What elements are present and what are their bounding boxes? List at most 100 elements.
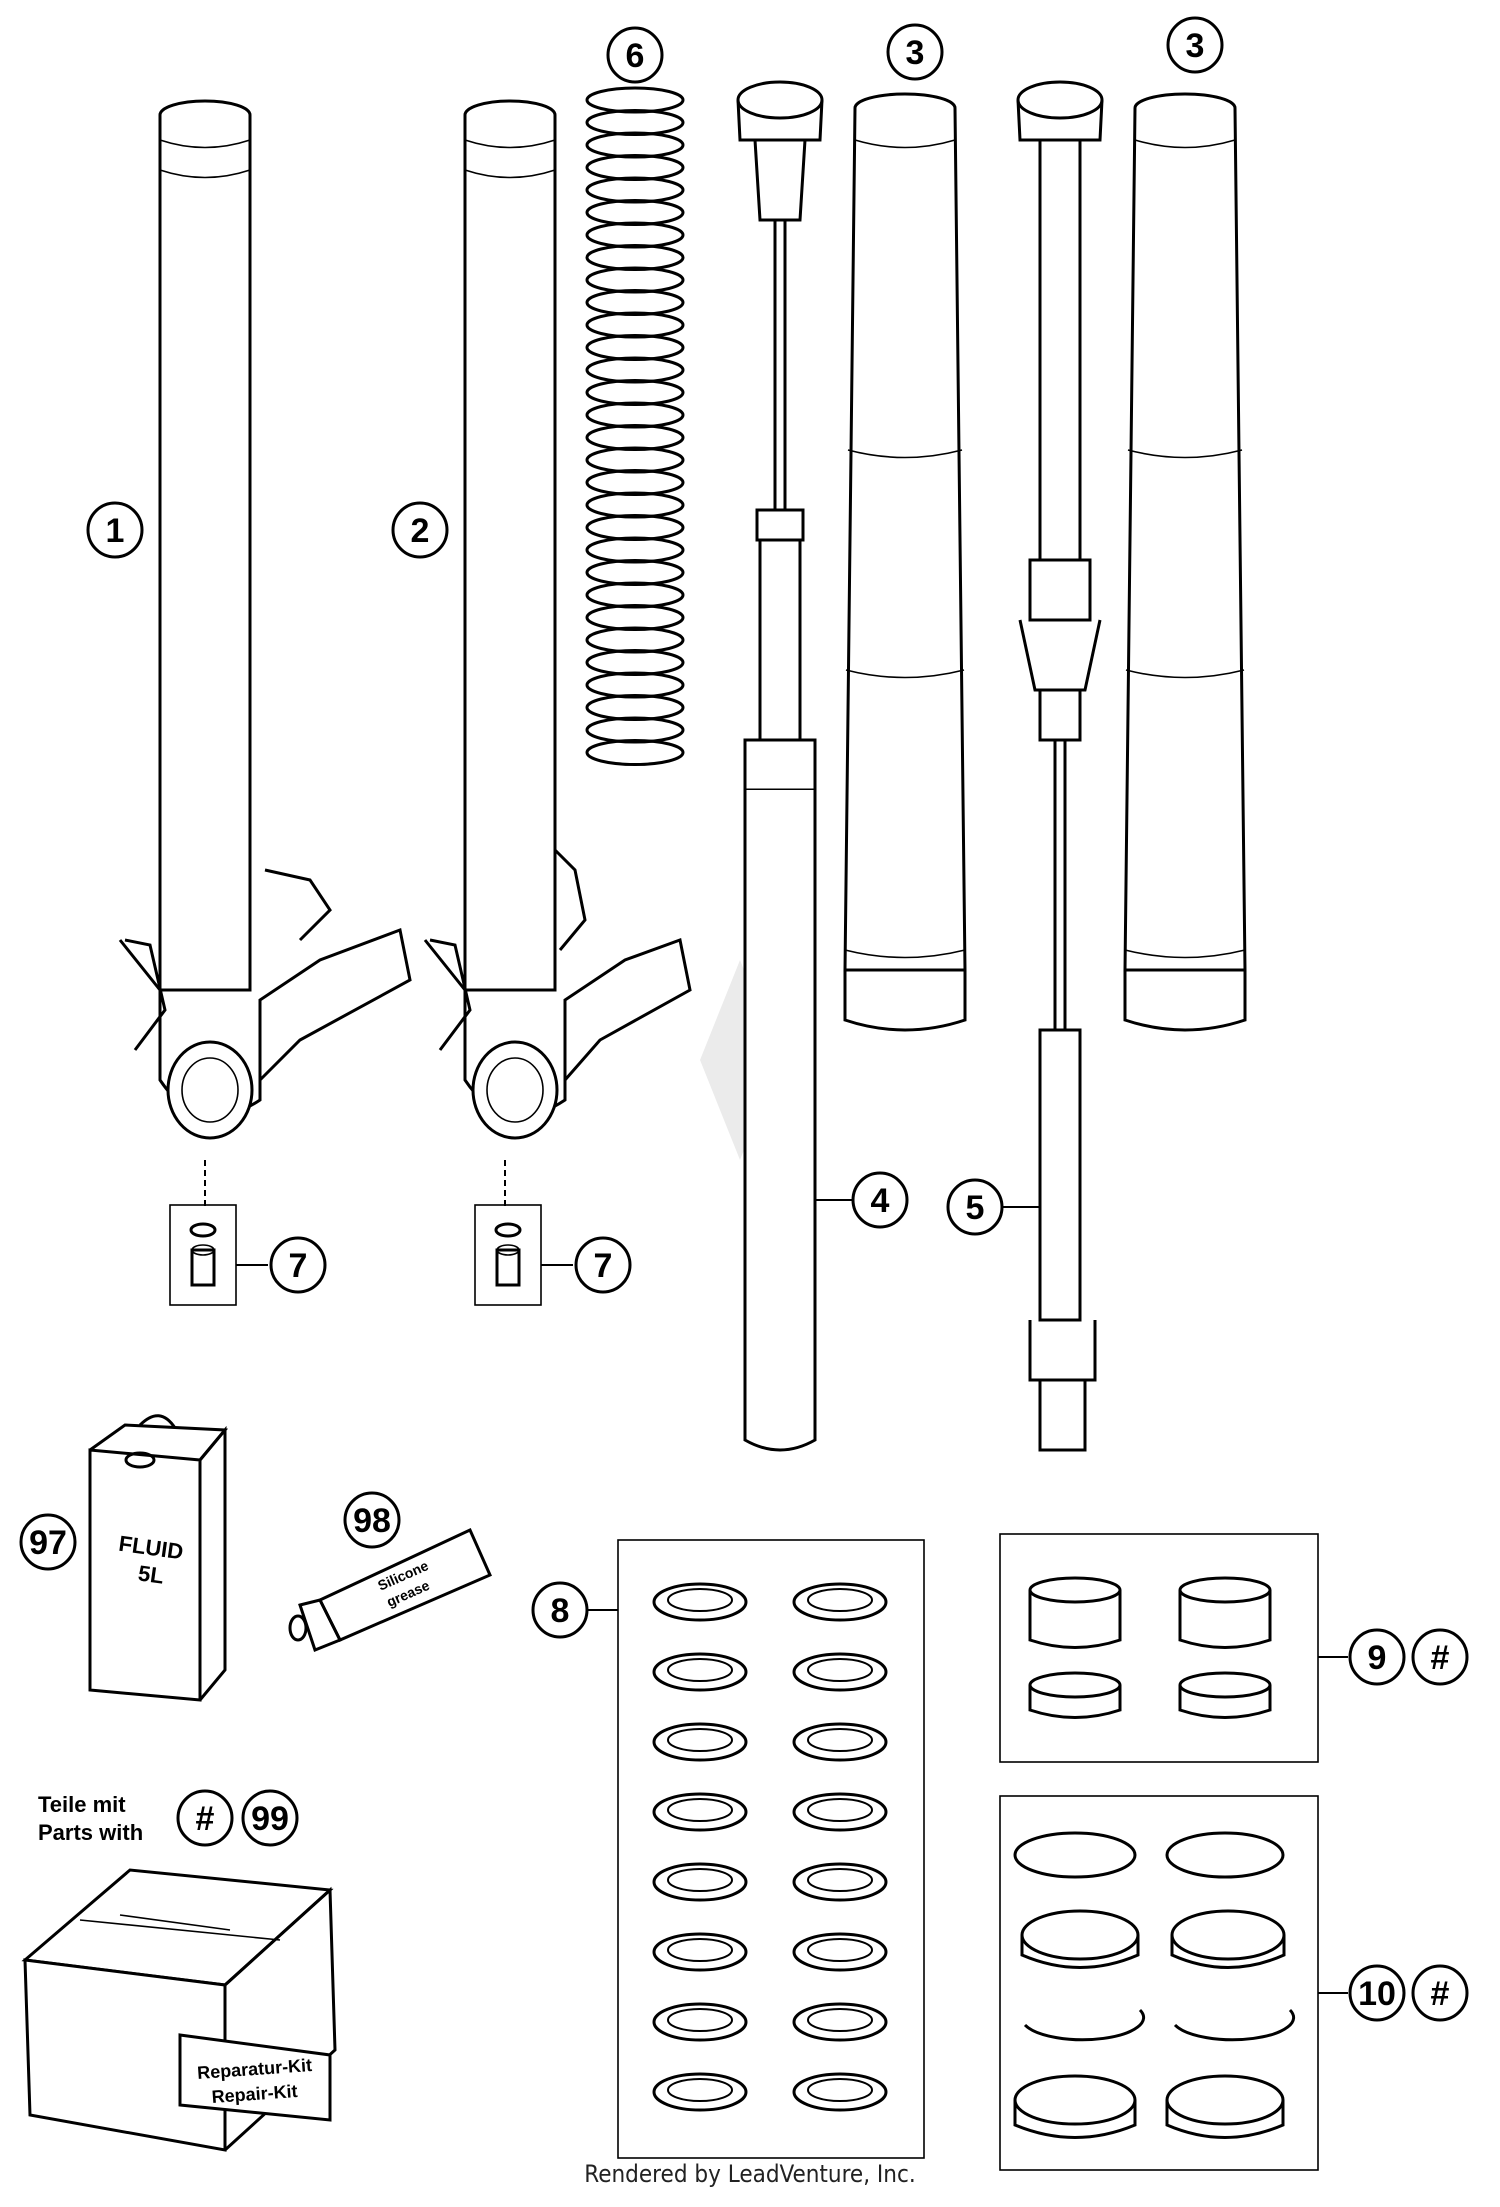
seal-ring-inner (807, 1938, 873, 1962)
spring-coil (585, 401, 685, 429)
callout-circle (886, 23, 944, 81)
callout-number: 3 (906, 34, 925, 72)
spring-coil (585, 739, 685, 766)
callout-number: 8 (551, 1592, 570, 1630)
seal-ring-inner (667, 1658, 733, 1682)
callout-c99[interactable]: 99 (241, 1789, 299, 1847)
seal-ring-inner (807, 1868, 873, 1892)
callout-circle (851, 1171, 909, 1229)
part-97-fork-fluid-can[interactable]: FLUID 5L (88, 1414, 229, 1702)
part-2-outer-tube-assembly[interactable] (423, 99, 692, 1210)
callout-c4[interactable]: 4 (851, 1171, 909, 1229)
repair-kit-box[interactable]: Reparatur-Kit Repair-Kit (21, 1868, 337, 2152)
leader-lines (236, 1199, 1348, 1994)
legend-line-english: Parts with (38, 1820, 143, 1845)
spring-coil (585, 536, 685, 564)
part-4-cartridge[interactable] (736, 80, 824, 1452)
part-5-cartridge[interactable] (1016, 80, 1104, 1452)
seal-ring-inner (667, 1588, 733, 1612)
part-98-silicone-grease[interactable]: Silicone grease (288, 1527, 492, 1652)
spring-coil (585, 266, 685, 294)
callout-c98[interactable]: 98 (343, 1491, 401, 1549)
seal-ring-inner (667, 1798, 733, 1822)
spring-coil (585, 581, 685, 609)
part-3-inner-tube-right[interactable] (1123, 92, 1247, 1032)
part-10-seals-box[interactable] (999, 1795, 1319, 2171)
callout-c8[interactable]: 8 (531, 1581, 589, 1639)
spring-coil (585, 626, 685, 654)
callout-number: 7 (289, 1247, 308, 1285)
spring-coil (585, 424, 685, 451)
part-1-outer-tube-assembly[interactable] (118, 99, 412, 1210)
spring-coil (585, 379, 685, 406)
spring-coil (585, 446, 685, 474)
spring-coil (585, 716, 685, 744)
callout-number: 99 (251, 1800, 289, 1838)
callout-c3b[interactable]: 3 (1166, 16, 1224, 74)
kit-marker-c9: # (1411, 1628, 1469, 1686)
callout-c97[interactable]: 97 (19, 1513, 77, 1571)
callout-number: 97 (29, 1524, 67, 1562)
callout-circle (86, 501, 144, 559)
footer-credit: Rendered by LeadVenture, Inc. (584, 2160, 916, 2188)
seal-ring-inner (667, 1938, 733, 1962)
spring-coil (585, 649, 685, 676)
callout-number: 4 (871, 1182, 890, 1220)
callout-c7b[interactable]: 7 (574, 1236, 632, 1294)
spring-coil (585, 154, 685, 181)
callout-number: 98 (353, 1502, 391, 1540)
part-3-inner-tube-left[interactable] (843, 92, 967, 1032)
spring-coil (585, 289, 685, 316)
spring-coil (585, 109, 685, 136)
seal-ring-inner (807, 1588, 873, 1612)
callout-circle (946, 1178, 1004, 1236)
callout-c9[interactable]: 9 (1348, 1628, 1406, 1686)
seal-ring-inner (667, 2078, 733, 2102)
callout-c3a[interactable]: 3 (886, 23, 944, 81)
spring-coil (585, 604, 685, 631)
callout-number: 7 (594, 1247, 613, 1285)
kit-marker-c99: # (176, 1789, 234, 1847)
part-7-screw-left[interactable] (169, 1204, 237, 1306)
callout-number: 2 (411, 512, 430, 550)
callout-number: 9 (1368, 1639, 1387, 1677)
callout-c10[interactable]: 10 (1348, 1964, 1406, 2022)
callout-number: 3 (1186, 27, 1205, 65)
callout-number: 1 (106, 512, 125, 550)
spring-coil (585, 334, 685, 361)
callout-c1[interactable]: 1 (86, 501, 144, 559)
kit-marker-c10: # (1411, 1964, 1469, 2022)
svg-text:#: # (1431, 1639, 1450, 1677)
callout-circle (19, 1513, 77, 1571)
callout-number: 10 (1358, 1975, 1396, 2013)
seal-ring-inner (807, 1728, 873, 1752)
spring-coil (585, 221, 685, 249)
legend-line-german: Teile mit (38, 1792, 126, 1817)
part-8-seal-rings-box[interactable] (617, 1539, 925, 2159)
callout-number: 5 (966, 1189, 985, 1227)
seal-ring-inner (667, 2008, 733, 2032)
callout-c5[interactable]: 5 (946, 1178, 1004, 1236)
callout-circle (606, 26, 664, 84)
callout-circle (531, 1581, 589, 1639)
part-7-screw-right[interactable] (474, 1204, 542, 1306)
callout-c6[interactable]: 6 (606, 26, 664, 84)
seal-ring-inner (807, 2078, 873, 2102)
spring-coil (585, 199, 685, 226)
spring-coil (585, 491, 685, 519)
callout-circle (1348, 1628, 1406, 1686)
callout-c7a[interactable]: 7 (269, 1236, 327, 1294)
part-9-bushings-box[interactable] (999, 1533, 1319, 1763)
callout-number: 6 (626, 37, 645, 75)
spring-coil (585, 356, 685, 384)
callout-c2[interactable]: 2 (391, 501, 449, 559)
seal-ring-inner (807, 1798, 873, 1822)
spring-coil (585, 86, 685, 114)
part-6-fork-spring[interactable] (585, 86, 685, 766)
spring-coil (585, 176, 685, 204)
spring-coil (585, 311, 685, 339)
seal-ring-inner (667, 1728, 733, 1752)
spring-coil (585, 131, 685, 159)
spring-coil (585, 559, 685, 586)
